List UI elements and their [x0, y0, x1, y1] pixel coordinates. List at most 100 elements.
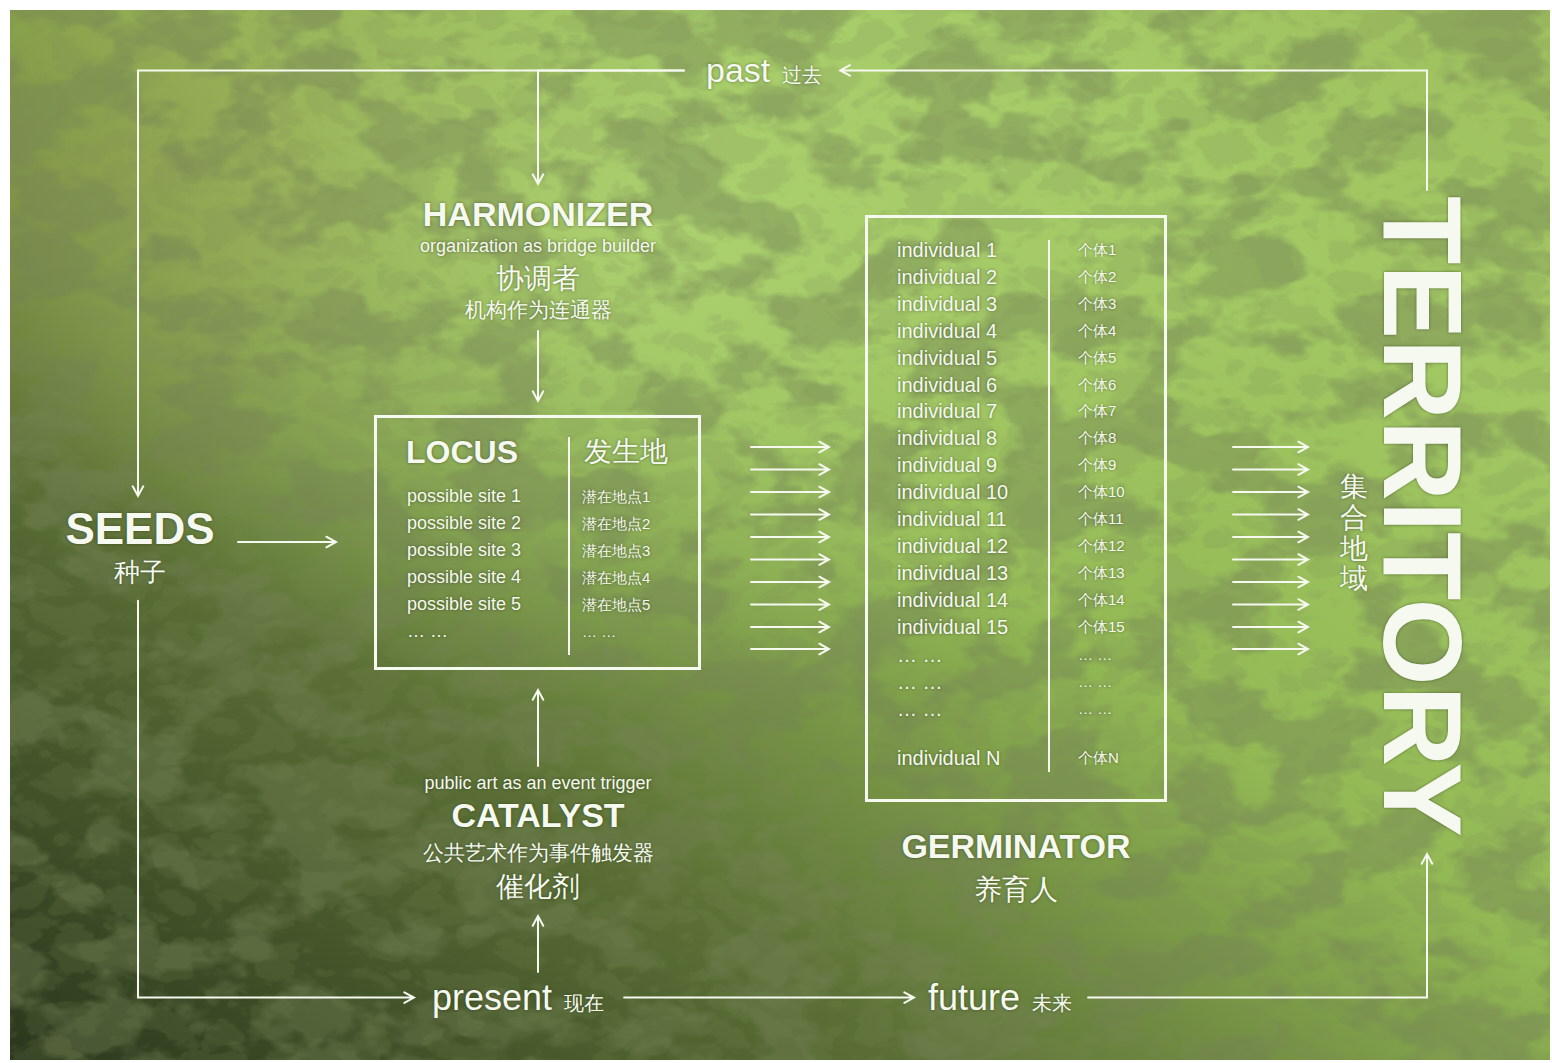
role-label: HARMONIZERorganization as bridge builder… — [358, 196, 718, 323]
node-text: 潜在地点4 — [582, 569, 650, 587]
node-text: future — [928, 976, 1020, 1019]
node-text: … … — [897, 697, 943, 721]
flow-arrow — [238, 537, 336, 548]
node-text: 个体3 — [1078, 295, 1116, 313]
flow-arrow — [624, 992, 914, 1003]
flow-arrow — [1088, 854, 1432, 998]
node-text: … … — [582, 623, 616, 641]
node-text: individual 2 — [897, 265, 997, 289]
node-text: possible site 5 — [407, 594, 521, 616]
node-text: organization as bridge builder — [358, 235, 718, 258]
node-text: individual 8 — [897, 426, 997, 450]
role-label: public art as an event triggerCATALYST 公共… — [358, 772, 718, 904]
node-text: … … — [1078, 646, 1112, 664]
node-text: 发生地 — [584, 435, 668, 469]
node-text: 个体12 — [1078, 537, 1125, 555]
node-text: 个体10 — [1078, 483, 1125, 501]
node-text: possible site 2 — [407, 513, 521, 535]
individuals-box: individual 1 individual 2 individual 3 indi… — [865, 215, 1167, 915]
node-text: possible site 3 — [407, 540, 521, 562]
node-text: individual 5 — [897, 346, 997, 370]
node-text: 公共艺术作为事件触发器 — [358, 839, 718, 867]
node-text: … … — [897, 670, 943, 694]
flow-arrow — [138, 601, 414, 1003]
node-text: individual 11 — [897, 507, 1007, 531]
node-text: HARMONIZER — [358, 196, 718, 233]
green-ground — [10, 10, 1550, 1060]
node-text: 协调者 — [358, 261, 718, 296]
role-label: SEEDS 种子 — [40, 506, 240, 589]
node-text: 催化剂 — [358, 869, 718, 904]
node-text: past — [706, 50, 770, 91]
territory-label: TERRITORY集合地域 — [1338, 196, 1480, 848]
node-text: public art as an event trigger — [358, 772, 718, 795]
node-text: individual 7 — [897, 399, 997, 423]
node-text: 个体11 — [1078, 510, 1124, 528]
node-text: 个体4 — [1078, 322, 1116, 340]
leaf-shadow-fine — [10, 10, 1550, 1060]
node-text: 潜在地点2 — [582, 515, 650, 533]
node-text: … … — [407, 621, 448, 643]
node-text: individual 6 — [897, 373, 997, 397]
node-text: individual 1 — [897, 238, 997, 262]
flow-arrow — [533, 916, 544, 972]
node-text: 个体13 — [1078, 564, 1125, 582]
node-text: … … — [897, 643, 943, 667]
time-label: present 现在 — [432, 976, 604, 1019]
node-text: 种子 — [40, 556, 240, 589]
node-text: 个体5 — [1078, 349, 1116, 367]
node-text: individual 14 — [897, 588, 1008, 612]
node-text: 潜在地点1 — [582, 488, 650, 506]
flow-arrow — [751, 442, 829, 655]
time-label: future未来 — [928, 976, 1072, 1019]
node-text: 养育人 — [865, 872, 1167, 907]
node-text: individual 4 — [897, 319, 997, 343]
leaf-shadow — [10, 10, 1550, 1060]
node-text: individual 3 — [897, 292, 997, 316]
node-text: 过去 — [782, 63, 822, 87]
node-text: 个体N — [1078, 749, 1119, 767]
node-text: … … — [1078, 700, 1112, 718]
flow-arrow — [533, 690, 544, 766]
node-text: possible site 1 — [407, 486, 521, 508]
time-label: past 过去 — [706, 50, 822, 91]
column-divider — [568, 437, 570, 655]
node-text: individual N — [897, 746, 1000, 770]
node-text: 个体8 — [1078, 429, 1116, 447]
node-text: 机构作为连通器 — [358, 296, 718, 323]
column-divider — [1048, 240, 1050, 772]
olive-tint — [10, 10, 1550, 1060]
node-text: individual 9 — [897, 453, 997, 477]
node-text: 个体1 — [1078, 241, 1116, 259]
node-text: LOCUS — [406, 433, 518, 471]
flow-arrow — [533, 331, 544, 401]
node-text: individual 12 — [897, 534, 1008, 558]
node-text: GERMINATOR — [865, 828, 1167, 865]
node-text: 潜在地点5 — [582, 596, 650, 614]
node-text: possible site 4 — [407, 567, 521, 589]
node-text: CATALYST — [358, 797, 718, 834]
node-text: 现在 — [564, 991, 604, 1015]
node-text: TERRITORY — [1366, 196, 1478, 837]
flow-arrow — [133, 70, 684, 496]
node-text: 集合地域 — [1340, 472, 1368, 595]
node-text: 个体9 — [1078, 456, 1116, 474]
node-text: SEEDS — [40, 506, 240, 552]
node-text: individual 15 — [897, 615, 1008, 639]
node-text: 个体6 — [1078, 376, 1116, 394]
node-text: 个体2 — [1078, 268, 1116, 286]
node-text: present — [432, 976, 552, 1019]
node-text: 个体15 — [1078, 618, 1125, 636]
node-text: individual 10 — [897, 480, 1008, 504]
flow-arrow — [840, 65, 1427, 190]
flow-arrow — [533, 70, 684, 184]
node-text: 个体14 — [1078, 591, 1125, 609]
node-text: … … — [1078, 673, 1112, 691]
flow-arrow — [1233, 442, 1308, 655]
node-text: 个体7 — [1078, 402, 1116, 420]
node-text: 潜在地点3 — [582, 542, 650, 560]
node-text: individual 13 — [897, 561, 1008, 585]
